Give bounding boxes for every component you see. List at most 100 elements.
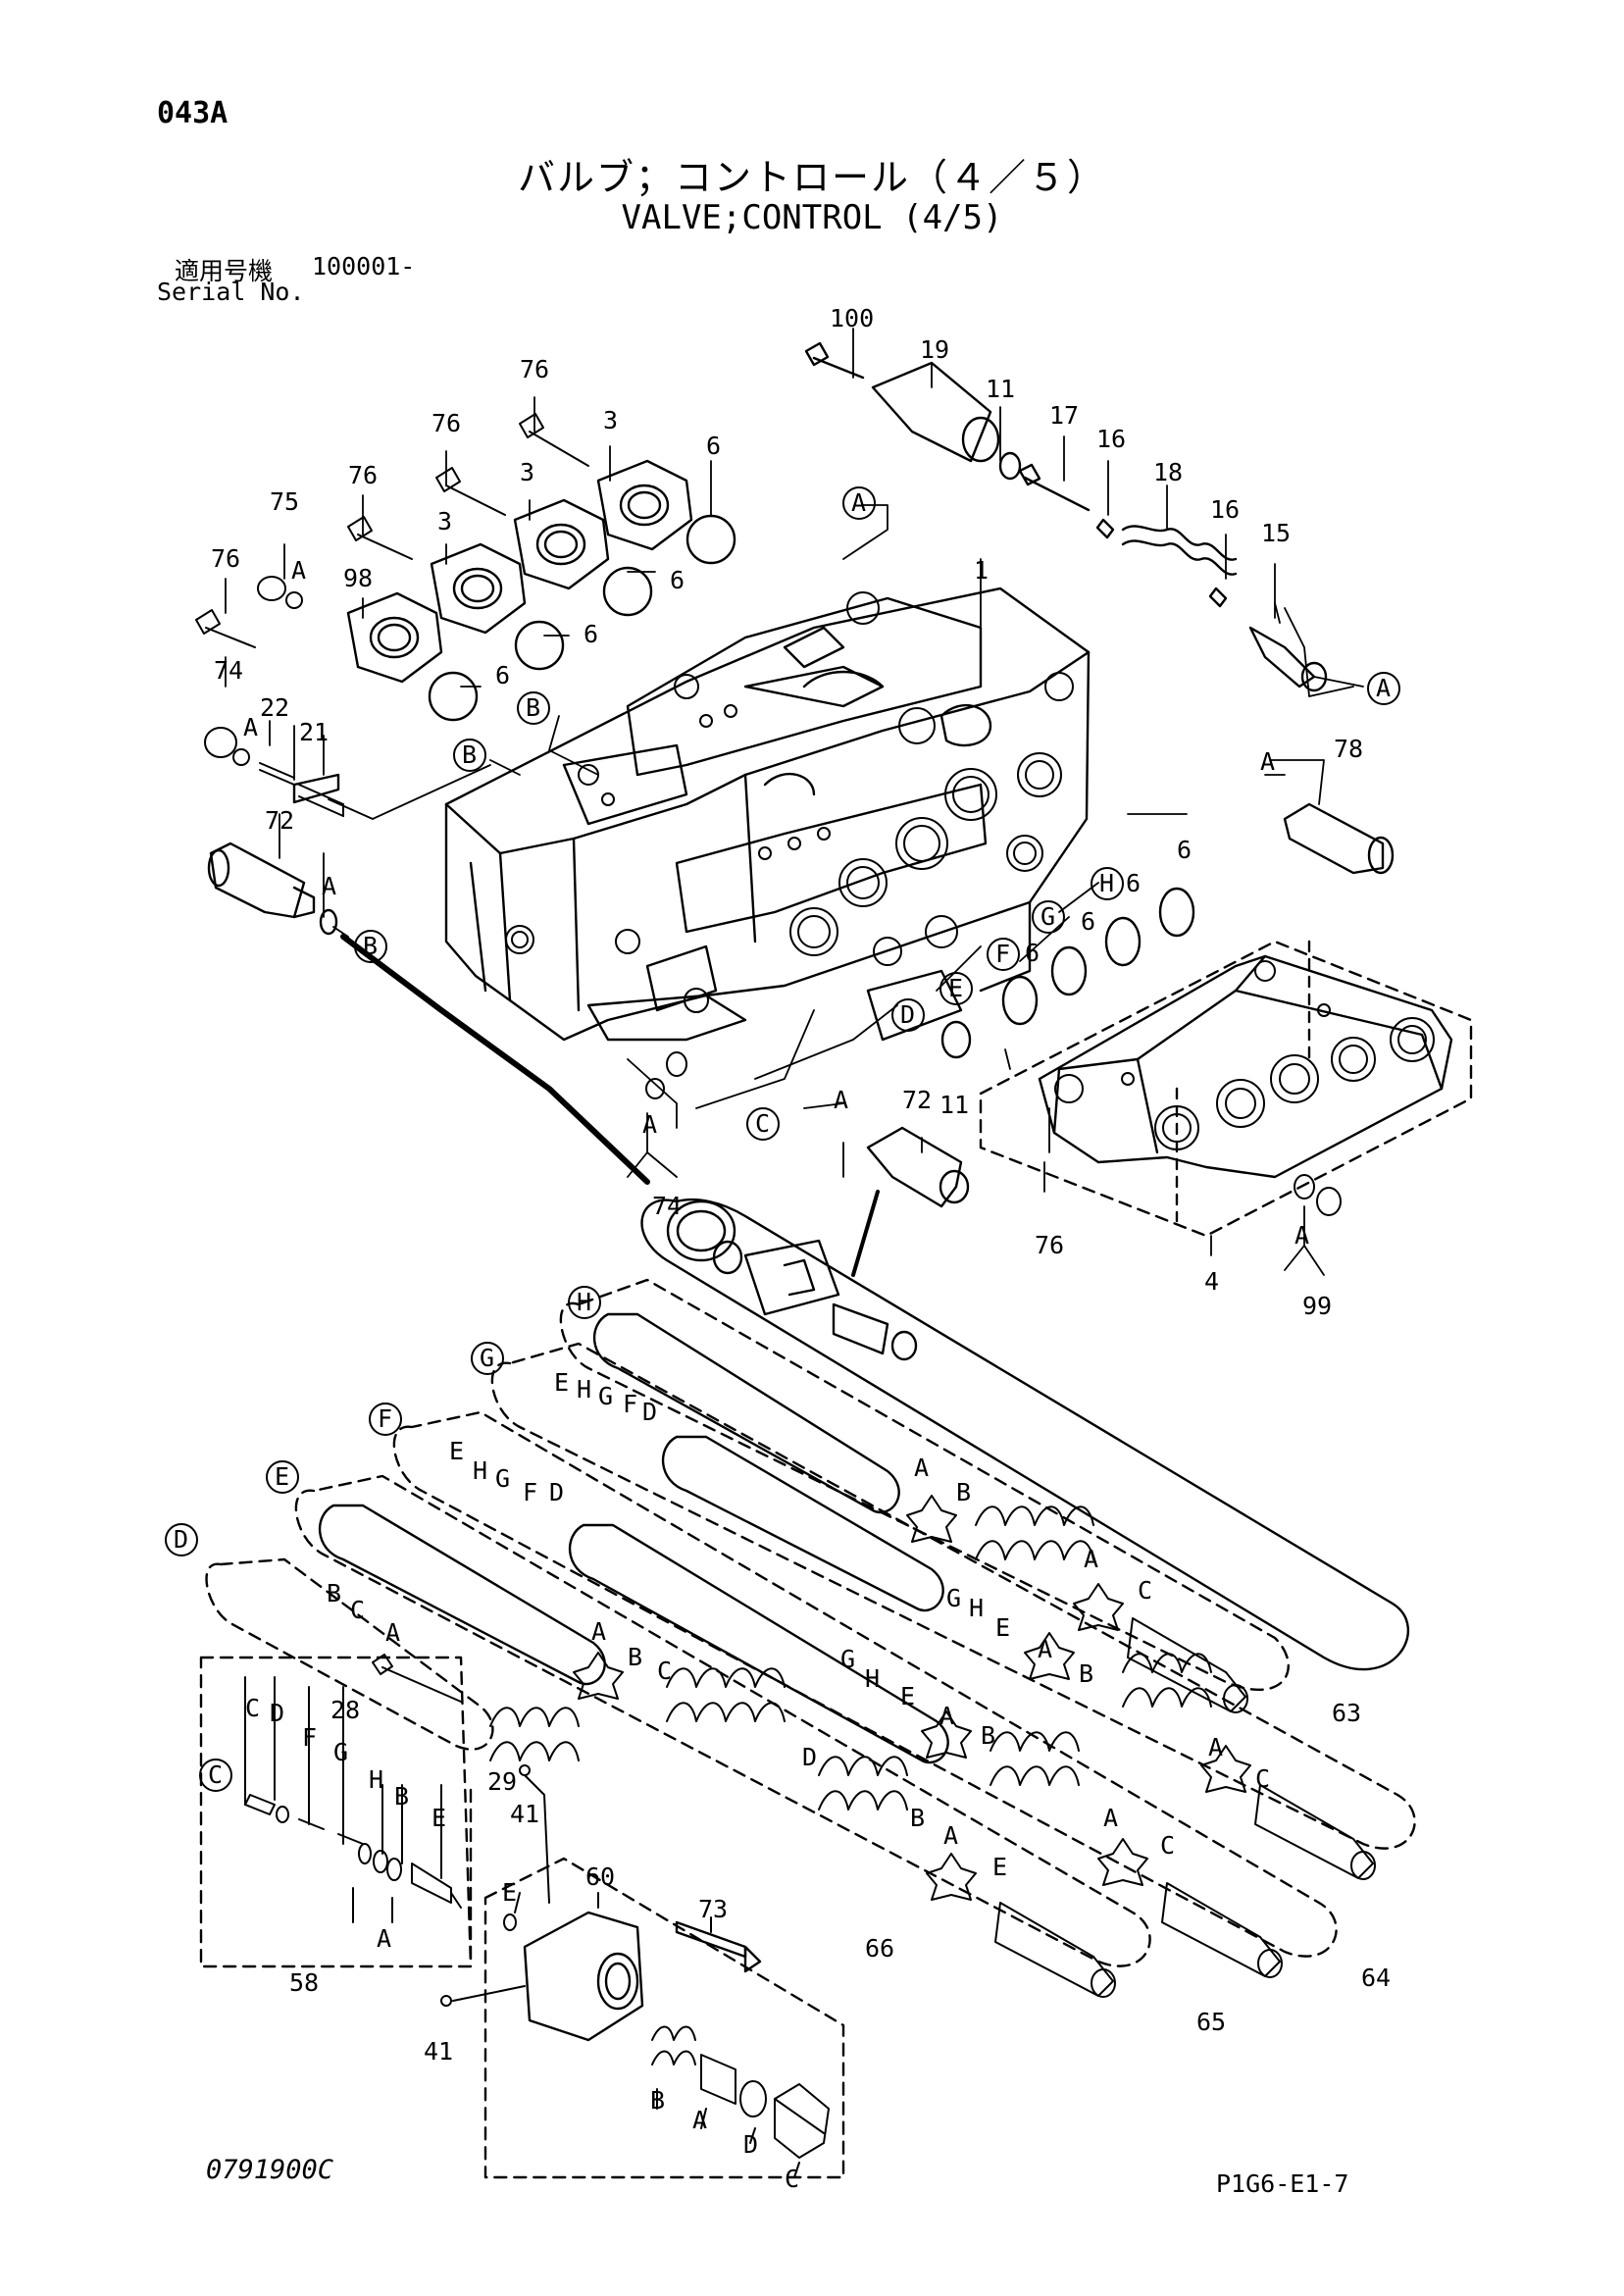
callout-28: 28 bbox=[330, 1696, 360, 1724]
callout-G: G bbox=[495, 1464, 510, 1493]
callout-76: 76 bbox=[211, 544, 240, 573]
callout-G: G bbox=[840, 1645, 855, 1673]
callout-C: C bbox=[208, 1760, 223, 1789]
callout-E: E bbox=[992, 1853, 1007, 1881]
callout-H: H bbox=[369, 1765, 383, 1794]
callout-B: B bbox=[956, 1478, 971, 1506]
callout-A: A bbox=[1103, 1804, 1118, 1832]
callout-A: A bbox=[1038, 1635, 1052, 1663]
callout-F: F bbox=[995, 940, 1010, 968]
callout-29: 29 bbox=[487, 1767, 517, 1796]
pilot-cap-body bbox=[523, 1911, 762, 2042]
callout-76: 76 bbox=[1035, 1231, 1064, 1259]
callout-6: 6 bbox=[584, 620, 598, 648]
callout-65: 65 bbox=[1196, 2008, 1226, 2036]
callout-A: A bbox=[692, 2106, 707, 2134]
callout-E: E bbox=[995, 1613, 1010, 1642]
callout-A: A bbox=[243, 713, 258, 741]
callout-C: C bbox=[245, 1694, 260, 1722]
callout-D: D bbox=[174, 1525, 188, 1554]
callout-11: 11 bbox=[986, 375, 1015, 403]
callout-60: 60 bbox=[585, 1862, 615, 1891]
callout-75: 75 bbox=[270, 487, 299, 516]
title-japanese: バルブ；コントロール（４／５） bbox=[517, 156, 1106, 199]
callout-16: 16 bbox=[1096, 425, 1126, 453]
callout-H: H bbox=[1099, 869, 1114, 897]
callout-B: B bbox=[327, 1579, 341, 1607]
callout-E: E bbox=[948, 974, 963, 1002]
callout-99: 99 bbox=[1302, 1292, 1332, 1320]
callout-A: A bbox=[939, 1702, 954, 1730]
callout-A: A bbox=[1294, 1221, 1309, 1250]
callout-A: A bbox=[943, 1821, 958, 1850]
callout-1: 1 bbox=[974, 556, 989, 585]
serial-label-japanese: 適用号機 bbox=[175, 257, 274, 285]
serial-value: 100001- bbox=[312, 252, 416, 281]
callout-41: 41 bbox=[510, 1800, 539, 1828]
callout-A: A bbox=[1084, 1545, 1098, 1573]
callout-63: 63 bbox=[1332, 1699, 1361, 1727]
callout-73: 73 bbox=[698, 1895, 728, 1923]
page-code: 043A bbox=[157, 96, 228, 130]
callout-D: D bbox=[549, 1478, 564, 1506]
callout-64: 64 bbox=[1361, 1964, 1391, 1992]
callout-G: G bbox=[598, 1382, 613, 1410]
callout-E: E bbox=[449, 1437, 464, 1465]
end-cover bbox=[1038, 954, 1453, 1179]
callout-72: 72 bbox=[902, 1086, 932, 1114]
relief-valve-right bbox=[1283, 802, 1395, 875]
callout-100: 100 bbox=[830, 304, 874, 332]
callout-F: F bbox=[302, 1723, 317, 1752]
relief-valve-left bbox=[207, 842, 338, 936]
callout-E: E bbox=[554, 1368, 569, 1397]
drawing-number: 0791900C bbox=[206, 2155, 334, 2185]
callout-3: 3 bbox=[520, 458, 534, 486]
callout-F: F bbox=[623, 1390, 637, 1418]
callout-D: D bbox=[270, 1699, 284, 1727]
callout-B: B bbox=[628, 1643, 642, 1671]
callout-C: C bbox=[1160, 1831, 1175, 1860]
callout-D: D bbox=[900, 1000, 915, 1029]
callout-74: 74 bbox=[214, 656, 243, 685]
callout-H: H bbox=[577, 1375, 591, 1403]
callout-A: A bbox=[834, 1086, 848, 1114]
callout-B: B bbox=[462, 740, 477, 769]
callout-E: E bbox=[275, 1462, 289, 1491]
callout-A: A bbox=[642, 1110, 657, 1139]
callout-D: D bbox=[642, 1398, 657, 1426]
callout-labels: 100 19 11 17 16 18 16 15 76 76 76 76 3 3… bbox=[174, 304, 1391, 2193]
callout-C: C bbox=[1255, 1764, 1270, 1793]
callout-A: A bbox=[1208, 1733, 1223, 1761]
callout-19: 19 bbox=[920, 335, 949, 364]
callout-16: 16 bbox=[1210, 495, 1240, 524]
callout-6: 6 bbox=[1177, 836, 1192, 864]
callout-B: B bbox=[363, 932, 378, 960]
callout-A: A bbox=[291, 556, 306, 585]
callout-3: 3 bbox=[603, 406, 618, 434]
callout-76: 76 bbox=[520, 355, 549, 383]
flange-group bbox=[346, 459, 693, 684]
callout-H: H bbox=[969, 1594, 984, 1622]
callout-F: F bbox=[378, 1404, 392, 1433]
callout-F: F bbox=[523, 1478, 537, 1506]
callout-A: A bbox=[591, 1617, 606, 1646]
callout-C: C bbox=[350, 1596, 365, 1624]
upper-spool-parts bbox=[804, 341, 1328, 692]
callout-B: B bbox=[650, 2086, 665, 2115]
callout-A: A bbox=[1376, 674, 1391, 702]
callout-17: 17 bbox=[1049, 401, 1079, 430]
callout-G: G bbox=[1040, 902, 1055, 931]
callout-6: 6 bbox=[670, 566, 685, 594]
callout-4: 4 bbox=[1204, 1267, 1219, 1296]
callout-78: 78 bbox=[1334, 735, 1363, 763]
callout-B: B bbox=[526, 693, 540, 722]
sheet-code: P1G6-E1-7 bbox=[1216, 2169, 1349, 2198]
callout-6: 6 bbox=[1081, 907, 1095, 936]
callout-H: H bbox=[577, 1288, 591, 1316]
callout-C: C bbox=[755, 1109, 770, 1138]
callout-E: E bbox=[502, 1878, 517, 1907]
callout-C: C bbox=[657, 1657, 672, 1685]
callout-E: E bbox=[900, 1682, 915, 1710]
callout-11: 11 bbox=[939, 1091, 969, 1119]
